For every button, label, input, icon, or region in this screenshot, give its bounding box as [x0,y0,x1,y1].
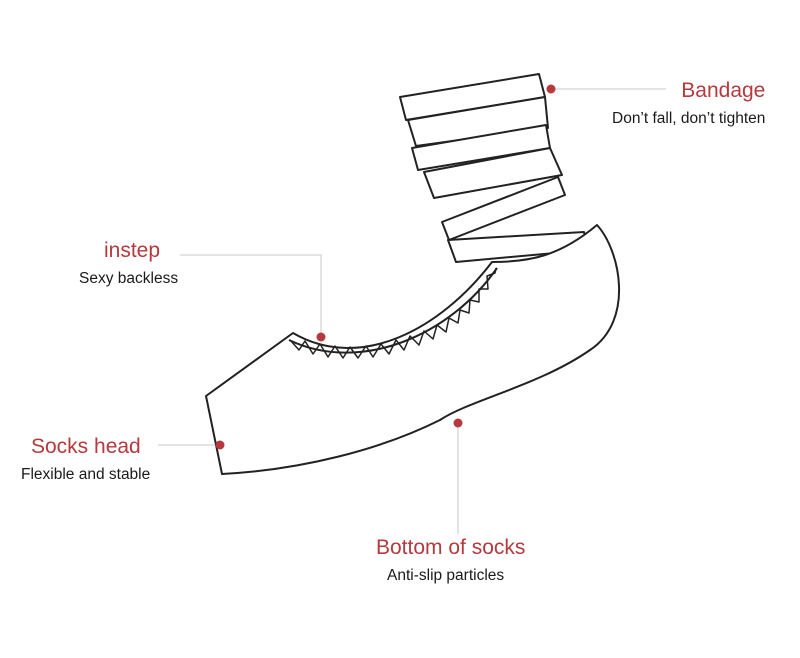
dot-head [215,440,225,450]
callout-bottom-of-socks: Bottom of socks Anti-slip particles [376,535,525,587]
instep-zigzag-trim [290,267,497,359]
callout-bottom-title: Bottom of socks [376,536,526,559]
callout-bandage: Bandage Don’t fall, don’t tighten [612,78,765,130]
callout-instep: instep Sexy backless [79,238,178,290]
callout-socks-head-title: Socks head [31,435,141,458]
leader-line-instep [180,254,322,337]
sock-outline [205,224,621,475]
dot-bottom [453,418,463,428]
dot-instep [316,332,326,342]
bandage-straps [399,73,589,263]
callout-instep-title: instep [104,239,161,262]
callout-socks-head-desc: Flexible and stable [21,466,151,483]
callout-instep-desc: Sexy backless [79,270,179,287]
callout-bandage-desc: Don’t fall, don’t tighten [612,110,766,127]
strap-cross-1 [407,96,549,147]
callout-socks-head: Socks head Flexible and stable [21,434,150,486]
callout-bandage-title: Bandage [681,79,766,102]
dot-bandage [546,84,556,94]
strap-third [441,176,566,241]
strap-cross-2 [423,147,563,199]
callout-bottom-desc: Anti-slip particles [387,567,505,584]
